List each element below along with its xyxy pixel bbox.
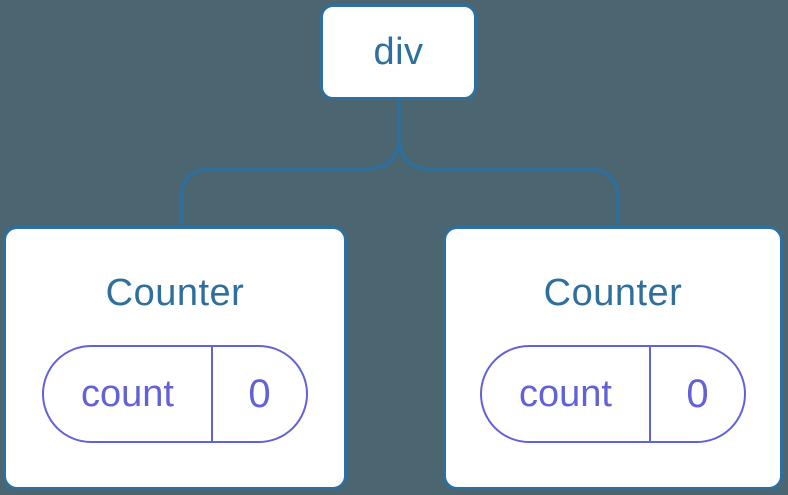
component-title: Counter	[105, 272, 245, 314]
state-key: count	[44, 347, 213, 441]
root-node-label: div	[373, 30, 424, 73]
state-pill: count 0	[42, 345, 308, 443]
connector-left-branch	[179, 98, 401, 231]
counter-component-card-left: Counter count 0	[3, 226, 347, 490]
root-node-div: div	[320, 4, 477, 100]
state-pill: count 0	[480, 345, 746, 443]
connector-right-branch	[397, 98, 620, 231]
counter-component-card-right: Counter count 0	[443, 226, 783, 490]
state-key: count	[482, 347, 651, 441]
component-title: Counter	[543, 272, 683, 314]
state-value: 0	[248, 371, 271, 416]
state-value: 0	[686, 371, 709, 416]
